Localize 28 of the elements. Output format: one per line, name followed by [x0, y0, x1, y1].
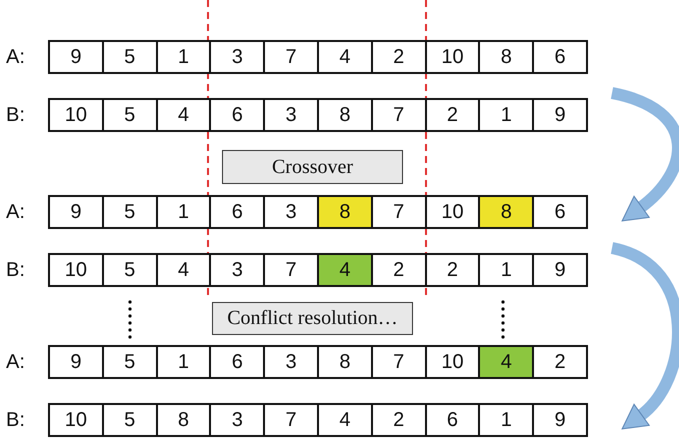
gene-cell: 4 [478, 347, 532, 377]
row-label: A: [6, 350, 25, 375]
gene-cell: 8 [156, 405, 210, 435]
chromosome-row [48, 403, 588, 437]
gene-cell: 10 [424, 347, 478, 377]
curved-arrow [610, 87, 679, 222]
chromosome-row [48, 40, 588, 74]
row-label: B: [6, 258, 25, 283]
row-label: B: [6, 408, 25, 433]
chromosome-row [48, 98, 588, 132]
row-label: A: [6, 200, 25, 225]
row-label: A: [6, 45, 25, 70]
gene-cell: 1 [156, 197, 210, 227]
gene-cell: 8 [478, 197, 532, 227]
gene-cell: 1 [156, 42, 210, 72]
gene-cell: 4 [156, 100, 210, 130]
gene-cell: 6 [424, 405, 478, 435]
step-label-box: Conflict resolution… [212, 302, 413, 335]
gene-cell: 4 [156, 255, 210, 285]
gene-cell: 8 [316, 197, 371, 227]
chromosome-row [48, 253, 588, 287]
gene-cell: 4 [316, 255, 371, 285]
step-label-box: Crossover [222, 150, 403, 184]
curved-arrow [610, 242, 679, 432]
chromosome-row [48, 195, 588, 229]
row-label: B: [6, 103, 25, 128]
chromosome-row [48, 345, 588, 379]
gene-cell: 1 [156, 347, 210, 377]
